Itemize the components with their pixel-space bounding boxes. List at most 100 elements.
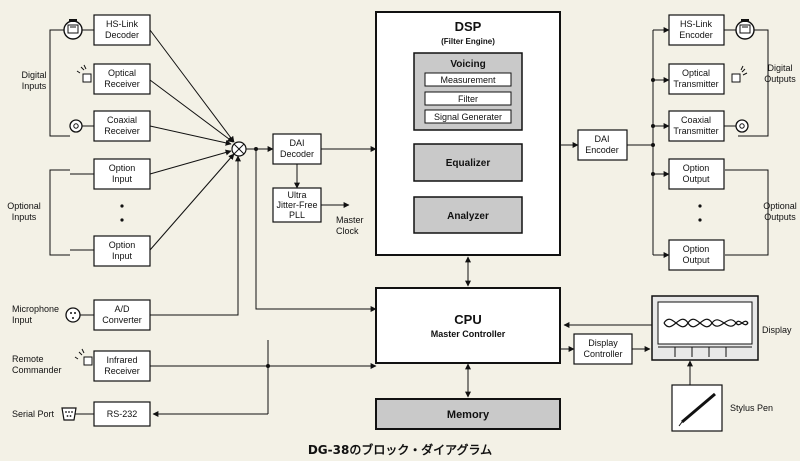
svg-text:PLL: PLL	[289, 210, 305, 220]
master-clock-label: Master Clock	[336, 215, 364, 236]
svg-text:Microphone: Microphone	[12, 304, 59, 314]
display-controller-box: Display Controller	[573, 333, 633, 365]
svg-text:Transmitter: Transmitter	[673, 126, 718, 136]
svg-text:Master: Master	[336, 215, 364, 225]
svg-text:Coaxial: Coaxial	[107, 115, 137, 125]
mixer-icon	[231, 141, 247, 157]
svg-text:Controller: Controller	[583, 349, 622, 359]
svg-text:Optional: Optional	[763, 201, 797, 211]
svg-text:Memory: Memory	[447, 409, 490, 421]
svg-text:Receiver: Receiver	[104, 126, 140, 136]
connection-lines	[49, 27, 769, 417]
voicing-block: Voicing Measurement Filter Signal Genera…	[413, 52, 523, 131]
svg-text:Transmitter: Transmitter	[673, 79, 718, 89]
optical-transmitter-box: Optical Transmitter	[668, 63, 725, 95]
option-output-box-1: Option Output	[668, 158, 725, 190]
cpu-block: CPU Master Controller	[375, 287, 561, 364]
stylus-pen-label: Stylus Pen	[730, 403, 773, 413]
junction-dots	[254, 78, 655, 368]
display-screen-icon	[651, 295, 759, 361]
svg-text:A/D: A/D	[114, 304, 130, 314]
equalizer-block: Equalizer	[413, 143, 523, 182]
hslink-decoder-box: HS-Link Decoder	[93, 14, 151, 46]
svg-text:Coaxial: Coaxial	[681, 115, 711, 125]
digital-outputs-label: Digital Outputs	[764, 63, 796, 84]
svg-text:RS-232: RS-232	[107, 409, 138, 419]
svg-text:Optical: Optical	[108, 68, 136, 78]
svg-text:Jitter-Free: Jitter-Free	[276, 200, 317, 210]
measurement-label: Measurement	[440, 75, 496, 85]
svg-text:Decoder: Decoder	[105, 30, 139, 40]
svg-text:DAI: DAI	[594, 134, 609, 144]
coaxial-transmitter-box: Coaxial Transmitter	[668, 110, 725, 142]
svg-text:Inputs: Inputs	[12, 212, 37, 222]
svg-text:Option: Option	[109, 163, 136, 173]
svg-text:Input: Input	[112, 174, 133, 184]
dai-encoder-box: DAI Encoder	[577, 129, 628, 161]
svg-text:Output: Output	[682, 174, 710, 184]
pll-box: Ultra Jitter-Free PLL	[272, 187, 322, 223]
ellipsis-dots-right	[698, 204, 702, 222]
serial-port-label: Serial Port	[12, 409, 55, 419]
remote-commander-label: Remote Commander	[12, 354, 62, 375]
svg-text:Analyzer: Analyzer	[447, 211, 489, 222]
svg-text:Decoder: Decoder	[280, 149, 314, 159]
svg-text:HS-Link: HS-Link	[680, 19, 713, 29]
optical-receiver-box: Optical Receiver	[93, 63, 151, 95]
svg-text:Encoder: Encoder	[679, 30, 713, 40]
svg-text:Optional: Optional	[7, 201, 41, 211]
svg-text:Inputs: Inputs	[22, 81, 47, 91]
rs232-box: RS-232	[93, 401, 151, 427]
svg-text:Input: Input	[112, 251, 133, 261]
option-output-box-2: Option Output	[668, 239, 725, 271]
hslink-connector-icon	[63, 19, 83, 40]
svg-text:Commander: Commander	[12, 365, 62, 375]
svg-text:Equalizer: Equalizer	[446, 158, 491, 169]
svg-text:Outputs: Outputs	[764, 212, 796, 222]
svg-text:Receiver: Receiver	[104, 366, 140, 376]
svg-text:Converter: Converter	[102, 315, 142, 325]
option-input-box-1: Option Input	[93, 158, 151, 190]
svg-text:Output: Output	[682, 255, 710, 265]
svg-text:Option: Option	[683, 244, 710, 254]
svg-text:(Filter Engine): (Filter Engine)	[441, 37, 495, 46]
optical-transmitter-icon	[731, 65, 748, 83]
svg-text:Ultra: Ultra	[287, 190, 306, 200]
hslink-out-connector-icon	[735, 19, 755, 40]
svg-text:Display: Display	[588, 338, 618, 348]
svg-text:CPU: CPU	[454, 312, 481, 327]
svg-text:Voicing: Voicing	[450, 59, 485, 70]
svg-text:DAI: DAI	[289, 138, 304, 148]
digital-inputs-label: Digital Inputs	[21, 70, 46, 91]
optical-receiver-icon	[76, 64, 92, 83]
svg-text:Remote: Remote	[12, 354, 44, 364]
svg-text:Option: Option	[683, 163, 710, 173]
svg-text:DSP: DSP	[455, 19, 482, 34]
filter-label: Filter	[458, 94, 478, 104]
microphone-input-label: Microphone Input	[12, 304, 59, 325]
svg-text:Option: Option	[109, 240, 136, 250]
dai-decoder-box: DAI Decoder	[272, 133, 322, 165]
svg-text:HS-Link: HS-Link	[106, 19, 139, 29]
option-input-box-2: Option Input	[93, 235, 151, 267]
svg-text:Digital: Digital	[767, 63, 792, 73]
infrared-receiver-box: Infrared Receiver	[93, 350, 151, 382]
optional-outputs-label: Optional Outputs	[763, 201, 797, 222]
stylus-pen-icon	[671, 384, 723, 432]
svg-text:Input: Input	[12, 315, 33, 325]
diagram-caption: DG-38のブロック・ダイアグラム	[307, 443, 493, 457]
svg-text:Receiver: Receiver	[104, 79, 140, 89]
svg-text:Optical: Optical	[682, 68, 710, 78]
svg-text:Digital: Digital	[21, 70, 46, 80]
ad-converter-box: A/D Converter	[93, 299, 151, 331]
optional-inputs-label: Optional Inputs	[7, 201, 41, 222]
svg-text:Outputs: Outputs	[764, 74, 796, 84]
memory-block: Memory	[375, 398, 561, 430]
analyzer-block: Analyzer	[413, 196, 523, 234]
coaxial-out-connector-icon	[735, 119, 749, 133]
serial-port-connector-icon	[61, 407, 77, 421]
svg-text:Encoder: Encoder	[585, 145, 619, 155]
svg-text:Clock: Clock	[336, 226, 359, 236]
hslink-encoder-box: HS-Link Encoder	[668, 14, 725, 46]
